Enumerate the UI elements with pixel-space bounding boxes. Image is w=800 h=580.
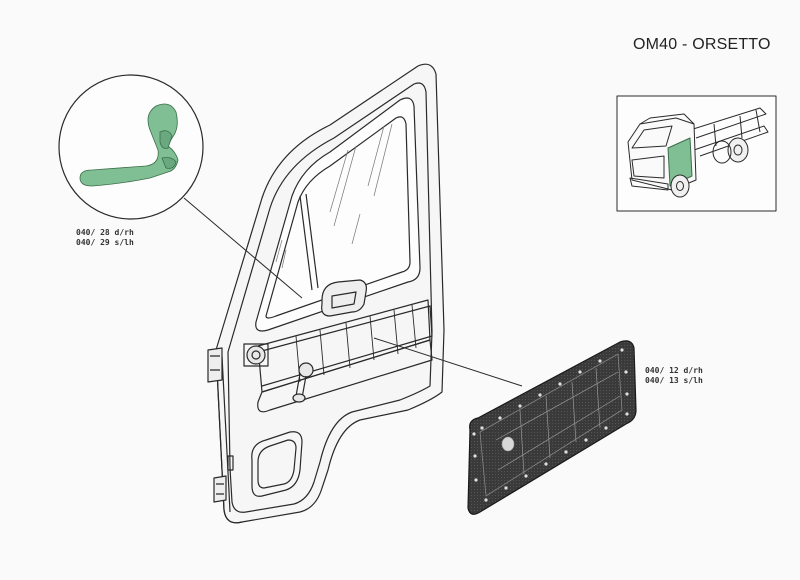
glass-reflections bbox=[275, 123, 393, 269]
handle-clip bbox=[159, 130, 173, 149]
handle-part-highlight bbox=[79, 103, 179, 187]
door-trim-panel bbox=[373, 337, 637, 515]
trim-panel-grid bbox=[295, 304, 417, 383]
latch-slot bbox=[227, 455, 234, 471]
chassis-rail-upper bbox=[689, 107, 767, 139]
handle-body bbox=[79, 103, 179, 187]
handle-code-rh: 040/ 28 d/rh bbox=[76, 228, 134, 237]
lock-bracket bbox=[243, 343, 269, 367]
lower-opening bbox=[251, 431, 303, 497]
panel-part-codes: 040/ 12 d/rh 040/ 13 s/lh bbox=[645, 366, 703, 386]
rear-wheel-1 bbox=[727, 137, 749, 163]
panel-code-rh: 040/ 12 d/rh bbox=[645, 366, 703, 375]
lower-opening-inner bbox=[257, 439, 297, 489]
handle-code-lh: 040/ 29 s/lh bbox=[76, 238, 134, 247]
cab-windshield bbox=[631, 125, 673, 149]
diagram-title: OM40 - ORSETTO bbox=[633, 36, 771, 53]
cab-roof bbox=[639, 113, 695, 125]
panel-leader-line bbox=[373, 337, 523, 387]
panel-fastener-holes bbox=[472, 348, 629, 502]
cab-door-highlight bbox=[667, 137, 693, 187]
panel-code-lh: 040/ 13 s/lh bbox=[645, 376, 703, 385]
callout-leader-line bbox=[183, 197, 303, 299]
lock-knob bbox=[246, 345, 266, 365]
truck-locator bbox=[616, 95, 777, 212]
lock-knob-center bbox=[251, 350, 261, 360]
door-edge bbox=[215, 349, 243, 524]
door-edge-inner bbox=[221, 355, 231, 513]
door-inner-flange bbox=[227, 82, 433, 513]
window-glass bbox=[265, 116, 411, 319]
upper-hinge-pin bbox=[210, 355, 220, 371]
winder-arm bbox=[295, 373, 301, 397]
window-frame bbox=[255, 97, 421, 332]
handle-callout bbox=[58, 74, 303, 299]
front-wheel bbox=[670, 174, 690, 198]
rear-wheel-2 bbox=[712, 140, 732, 164]
panel-inner-border bbox=[479, 353, 623, 497]
cab-grille bbox=[631, 155, 665, 179]
rear-wheel-1-hub bbox=[733, 144, 743, 156]
winder-knob bbox=[292, 393, 306, 403]
truck-door bbox=[207, 63, 445, 524]
door-lower-box bbox=[257, 339, 433, 413]
lower-hinge bbox=[213, 475, 227, 503]
panel-body bbox=[467, 340, 637, 515]
upper-hinge bbox=[207, 347, 223, 383]
pull-handle-grip bbox=[331, 291, 357, 309]
trim-panel-lower bbox=[257, 305, 433, 387]
lower-hinge-pin bbox=[216, 483, 224, 495]
chassis-crossmembers bbox=[713, 109, 761, 147]
vent-divider bbox=[299, 195, 313, 291]
handle-part-codes: 040/ 28 d/rh 040/ 29 s/lh bbox=[76, 228, 134, 248]
front-wheel-hub bbox=[676, 181, 684, 191]
winder-hub bbox=[298, 362, 314, 378]
handle-tab bbox=[161, 157, 177, 169]
pull-handle bbox=[321, 279, 367, 317]
panel-knob-hole bbox=[501, 436, 515, 452]
bumper bbox=[629, 177, 669, 191]
callout-circle bbox=[58, 74, 204, 220]
vent-divider-2 bbox=[305, 193, 319, 289]
panel-grid bbox=[495, 367, 621, 475]
